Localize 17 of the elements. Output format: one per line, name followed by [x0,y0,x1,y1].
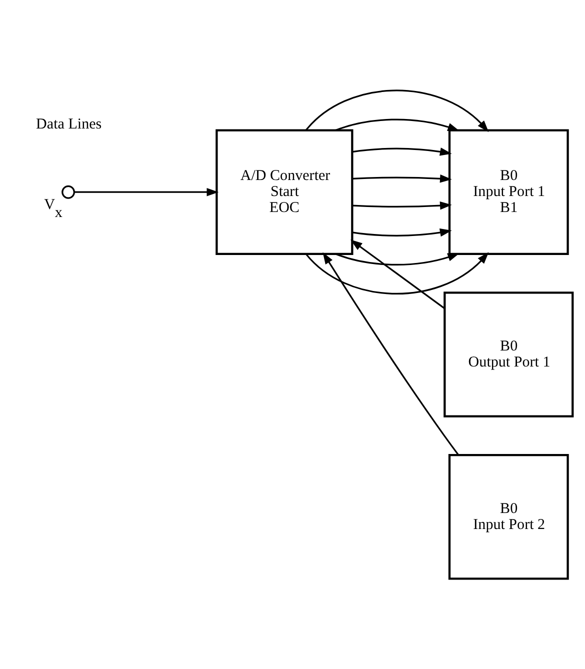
arrow [322,252,459,456]
arrow [352,174,452,183]
node-box: B0 Input Port 2 [448,454,569,580]
arrow [335,253,460,266]
node-box: A/D Converter Start EOC [216,129,354,256]
node-box: B0 Input Port 1 B1 [448,129,569,256]
arrow [352,148,452,156]
arrow [350,240,446,310]
arrow [352,201,452,210]
node-circle [62,185,76,199]
arrow [305,90,489,132]
arrow [352,228,452,237]
node-box: B0 Output Port 1 [444,292,574,418]
arrow [305,252,489,294]
arrow [74,188,219,196]
arrow [335,118,460,132]
label: Data Lines [36,116,102,132]
